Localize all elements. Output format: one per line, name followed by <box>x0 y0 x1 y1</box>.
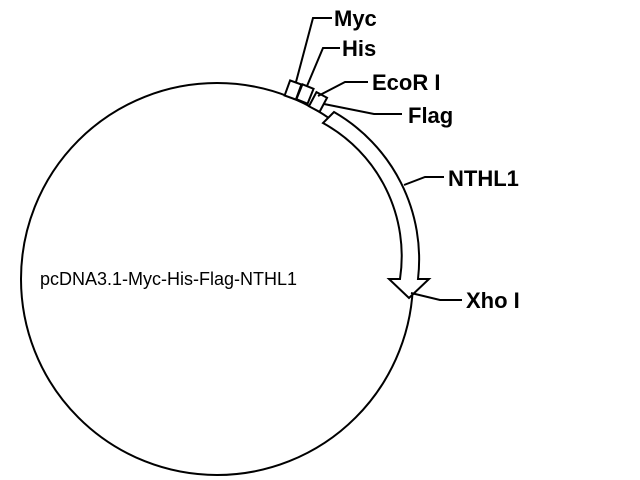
nthl1-label: NTHL1 <box>448 166 519 191</box>
flag-label: Flag <box>408 103 453 128</box>
his-leader-line <box>306 47 340 87</box>
xhoi-leader-line <box>410 292 462 301</box>
ecori-label: EcoR I <box>372 70 440 95</box>
myc-label: Myc <box>334 6 377 31</box>
his-label: His <box>342 36 376 61</box>
nthl1-leader-line <box>403 176 444 186</box>
nthl1-gene-arrow <box>321 110 432 300</box>
his-tag-box <box>295 83 315 105</box>
xhoi-label: Xho I <box>466 288 520 313</box>
ecori-leader-line <box>317 81 368 97</box>
flag-leader-line <box>323 103 402 115</box>
myc-leader-line <box>295 17 332 83</box>
plasmid-name-label: pcDNA3.1-Myc-His-Flag-NTHL1 <box>40 269 297 289</box>
